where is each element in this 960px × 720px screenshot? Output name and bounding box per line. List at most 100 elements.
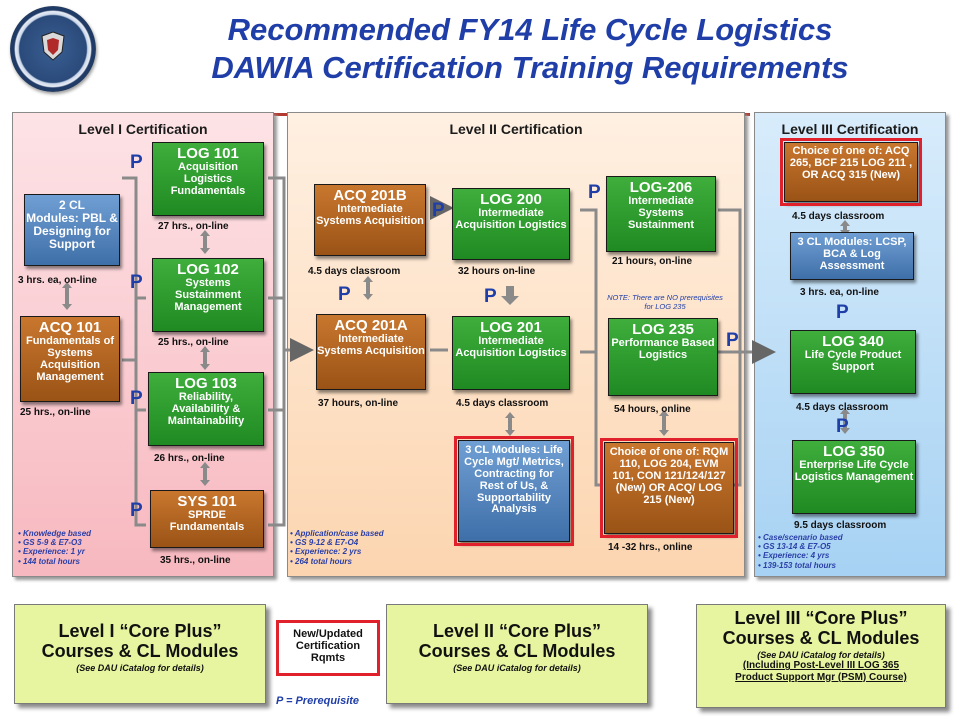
prerequisite-marker: P — [130, 388, 143, 409]
log-103-code: LOG 103 — [175, 375, 237, 392]
log-206-box: LOG-206 Intermediate Systems Sustainment — [606, 176, 716, 252]
prerequisite-marker: P — [432, 200, 445, 221]
log-103-desc: Reliability, Availability & Maintainabil… — [167, 391, 245, 427]
level-2-core-plus-box: Level II “Core Plus” Courses & CL Module… — [386, 604, 648, 704]
log-101-caption: 27 hrs., on-line — [158, 221, 229, 232]
acq-201b-code: ACQ 201B — [333, 187, 407, 204]
level-1-bullet: • 144 total hours — [18, 556, 80, 566]
level-3-bullet: • Case/scenario based — [758, 533, 843, 542]
level-3-choice-caption: 4.5 days classroom — [792, 211, 885, 222]
level-1-core-plus-box: Level I “Core Plus” Courses & CL Modules… — [14, 604, 266, 704]
level-2-cl-modules-box: 3 CL Modules: Life Cycle Mgt/ Metrics, C… — [454, 436, 574, 546]
sys-101-caption: 35 hrs., on-line — [160, 555, 231, 566]
acq-201a-desc: Intermediate Systems Acquisition — [317, 333, 425, 358]
level-2-core-plus-note: (See DAU iCatalog for details) — [453, 663, 581, 674]
level-1-bullet: • GS 5-9 & E7-O3 — [18, 538, 82, 548]
log-350-desc: Enterprise Life Cycle Logistics Manageme… — [794, 459, 914, 484]
prerequisite-marker: P — [726, 330, 739, 351]
level-2-cl-modules-text: 3 CL Modules: Life Cycle Mgt/ Metrics, C… — [464, 444, 564, 516]
level-1-cl-modules-desc: Modules: PBL & Designing for Support — [26, 210, 118, 251]
prerequisite-legend: P = Prerequisite — [276, 695, 360, 707]
prerequisite-marker: P — [588, 182, 601, 203]
level-3-cl-modules-caption: 3 hrs. ea, on-line — [800, 287, 879, 298]
level-3-core-plus-extra: Product Support Mgr (PSM) Course) — [735, 671, 907, 683]
log-206-desc: Intermediate Systems Sustainment — [627, 195, 694, 231]
log-200-caption: 32 hours on-line — [458, 266, 536, 277]
level-1-bullet: • Experience: 1 yr — [18, 547, 85, 557]
level-1-core-plus-subheading: Courses & CL Modules — [41, 641, 239, 662]
prerequisite-marker: P — [484, 286, 497, 307]
level-3-bullet: • GS 13-14 & E7-O5 — [758, 542, 831, 552]
log-103-box: LOG 103 Reliability, Availability & Main… — [148, 372, 264, 446]
acq-201a-caption: 37 hours, on-line — [318, 398, 399, 409]
level-3-cl-modules-box: 3 CL Modules: LCSP, BCA & Log Assessment — [790, 232, 914, 280]
level-1-cl-modules-code: 2 CL — [58, 198, 85, 212]
acq-201b-box: ACQ 201B Intermediate Systems Acquisitio… — [314, 184, 426, 256]
level-3-choice-text: Choice of one of: ACQ 265, BCF 215 LOG 2… — [789, 145, 913, 181]
log-101-code: LOG 101 — [177, 145, 239, 162]
log-206-caption: 21 hours, on-line — [612, 256, 693, 267]
level-3-core-plus-extra: (Including Post-Level III LOG 365 — [742, 660, 900, 672]
level-2-choice-box: Choice of one of: RQM 110, LOG 204, EVM … — [600, 438, 738, 538]
level-3-choice-box: Choice of one of: ACQ 265, BCF 215 LOG 2… — [780, 138, 922, 206]
log-206-code: LOG-206 — [629, 179, 693, 196]
acq-101-desc: Fundamentals of Systems Acquisition Mana… — [25, 335, 114, 383]
acq-101-box: ACQ 101 Fundamentals of Systems Acquisit… — [20, 316, 120, 402]
log-201-desc: Intermediate Acquisition Logistics — [455, 335, 567, 360]
level-2-requirements: • Application/case based • GS 9-12 & E7-… — [290, 529, 384, 566]
log-102-box: LOG 102 Systems Sustainment Management — [152, 258, 264, 332]
legend-line: Certification — [295, 640, 361, 653]
level-1-cl-modules-caption: 3 hrs. ea, on-line — [18, 275, 97, 286]
log-102-desc: Systems Sustainment Management — [174, 277, 242, 313]
log-235-note: NOTE: There are NO prerequisites for LOG… — [607, 293, 723, 311]
level-1-bullet: • Knowledge based — [18, 529, 92, 538]
log-201-caption: 4.5 days classroom — [456, 398, 549, 409]
level-3-title: Level III Certification — [781, 121, 919, 137]
log-340-desc: Life Cycle Product Support — [804, 349, 902, 374]
log-340-box: LOG 340 Life Cycle Product Support — [790, 330, 916, 394]
level-3-core-plus-note: (See DAU iCatalog for details) — [757, 650, 885, 661]
log-102-caption: 25 hrs., on-line — [158, 337, 229, 348]
log-350-code: LOG 350 — [823, 443, 885, 460]
prerequisite-marker: P — [338, 284, 351, 305]
level-3-cl-modules-text: 3 CL Modules: LCSP, BCA & Log Assessment — [797, 236, 907, 272]
level-1-requirements: • Knowledge based • GS 5-9 & E7-O3 • Exp… — [18, 529, 91, 566]
eagle-shield-icon — [41, 31, 65, 61]
acq-201a-code: ACQ 201A — [334, 317, 408, 334]
log-101-box: LOG 101 Acquisition Logistics Fundamenta… — [152, 142, 264, 216]
level-1-core-plus-note: (See DAU iCatalog for details) — [76, 663, 204, 674]
log-350-box: LOG 350 Enterprise Life Cycle Logistics … — [792, 440, 916, 514]
log-235-caption: 54 hours, online — [614, 404, 691, 415]
log-200-box: LOG 200 Intermediate Acquisition Logisti… — [452, 188, 570, 260]
level-2-bullet: • Experience: 2 yrs — [290, 547, 362, 557]
level-1-cl-modules-box: 2 CL Modules: PBL & Designing for Suppor… — [24, 194, 120, 266]
legend-line: Rqmts — [310, 652, 346, 665]
log-350-caption: 9.5 days classroom — [794, 520, 887, 531]
sys-101-desc: SPRDE Fundamentals — [169, 509, 245, 534]
level-2-bullet: • GS 9-12 & E7-O4 — [290, 538, 359, 548]
level-2-bullet: • 264 total hours — [290, 556, 352, 566]
log-340-caption: 4.5 days classroom — [796, 402, 889, 413]
level-1-core-plus-heading: Level I “Core Plus” — [58, 621, 222, 641]
acq-101-caption: 25 hrs., on-line — [20, 407, 91, 418]
page-title-line-2: DAWIA Certification Training Requirement… — [211, 50, 849, 85]
prerequisite-marker: P — [130, 500, 143, 521]
level-2-bullet: • Application/case based — [290, 529, 384, 538]
log-103-caption: 26 hrs., on-line — [154, 453, 225, 464]
log-235-box: LOG 235 Performance Based Logistics — [608, 318, 718, 396]
log-201-box: LOG 201 Intermediate Acquisition Logisti… — [452, 316, 570, 390]
level-2-core-plus-heading: Level II “Core Plus” — [432, 621, 602, 641]
level-3-requirements: • Case/scenario based • GS 13-14 & E7-O5… — [758, 533, 843, 570]
page-title-line-1: Recommended FY14 Life Cycle Logistics — [227, 12, 833, 47]
log-101-desc: Acquisition Logistics Fundamentals — [170, 161, 246, 197]
log-340-code: LOG 340 — [822, 333, 884, 350]
acq-201a-box: ACQ 201A Intermediate Systems Acquisitio… — [316, 314, 426, 390]
prerequisite-marker: P — [836, 302, 849, 323]
level-3-core-plus-heading: Level III “Core Plus” — [734, 608, 908, 628]
level-3-bullet: • 139-153 total hours — [758, 560, 836, 570]
level-2-title: Level II Certification — [449, 121, 583, 137]
log-235-code: LOG 235 — [632, 321, 694, 338]
prerequisite-marker: P — [836, 416, 849, 437]
log-200-desc: Intermediate Acquisition Logistics — [455, 207, 567, 232]
legend-line: New/Updated — [293, 628, 363, 640]
